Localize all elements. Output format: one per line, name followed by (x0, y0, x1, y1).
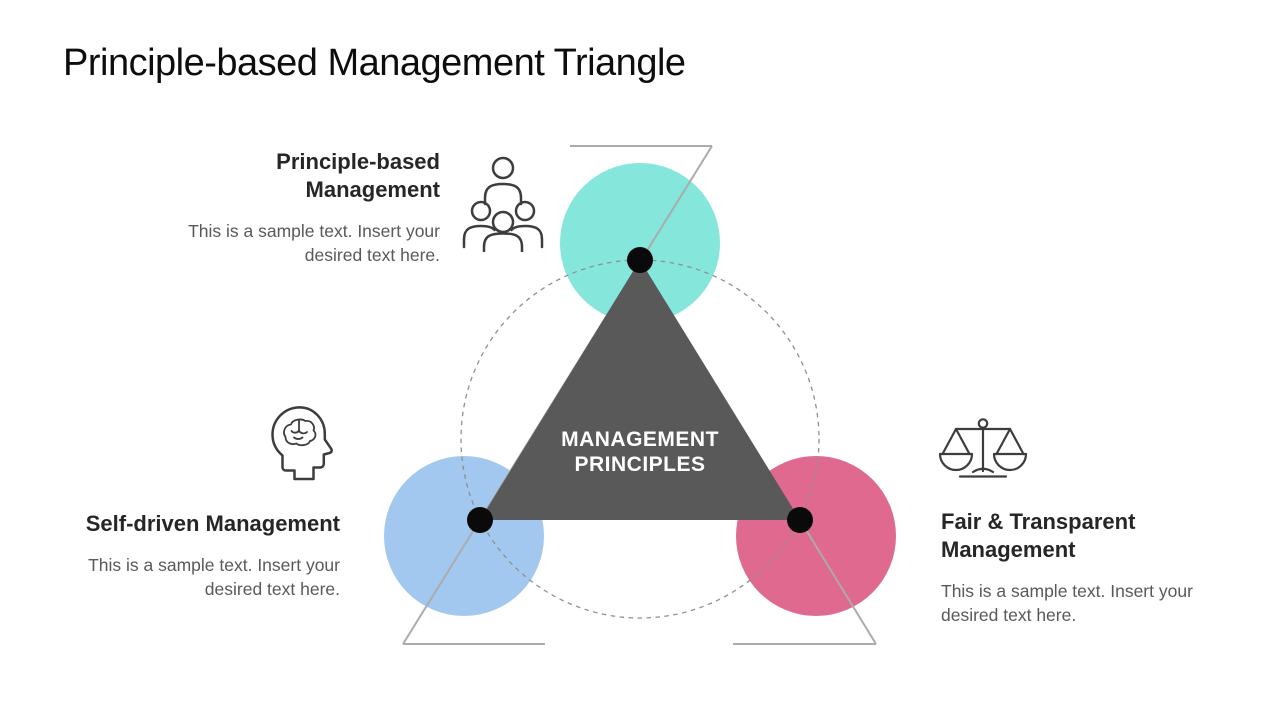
section-fair-transparent: Fair & Transparent Management This is a … (941, 508, 1201, 628)
section-principle-based: Principle-based Management This is a sam… (185, 148, 440, 268)
guide-line-right-diagonal (799, 519, 877, 645)
section-self-driven: Self-driven Management This is a sample … (85, 510, 340, 602)
section-body: This is a sample text. Insert your desir… (941, 581, 1193, 626)
vertex-dot-bottom-left (467, 507, 493, 533)
vertex-dot-top (627, 247, 653, 273)
section-body: This is a sample text. Insert your desir… (188, 221, 440, 266)
section-heading: Self-driven Management (85, 511, 340, 536)
brain-head-icon (271, 406, 333, 481)
slide-title: Principle-based Management Triangle (63, 42, 686, 84)
scales-icon (938, 418, 1028, 478)
section-heading: Fair & Transparent Management (941, 509, 1136, 563)
section-body: This is a sample text. Insert your desir… (88, 555, 340, 599)
vertex-dot-bottom-right (787, 507, 813, 533)
teal-circle (560, 163, 720, 323)
center-label: MANAGEMENT PRINCIPLES (561, 428, 719, 476)
team-icon (462, 156, 544, 252)
management-triangle (480, 260, 800, 520)
section-heading: Principle-based Management (276, 149, 440, 203)
dashed-guide-circle (460, 259, 820, 619)
